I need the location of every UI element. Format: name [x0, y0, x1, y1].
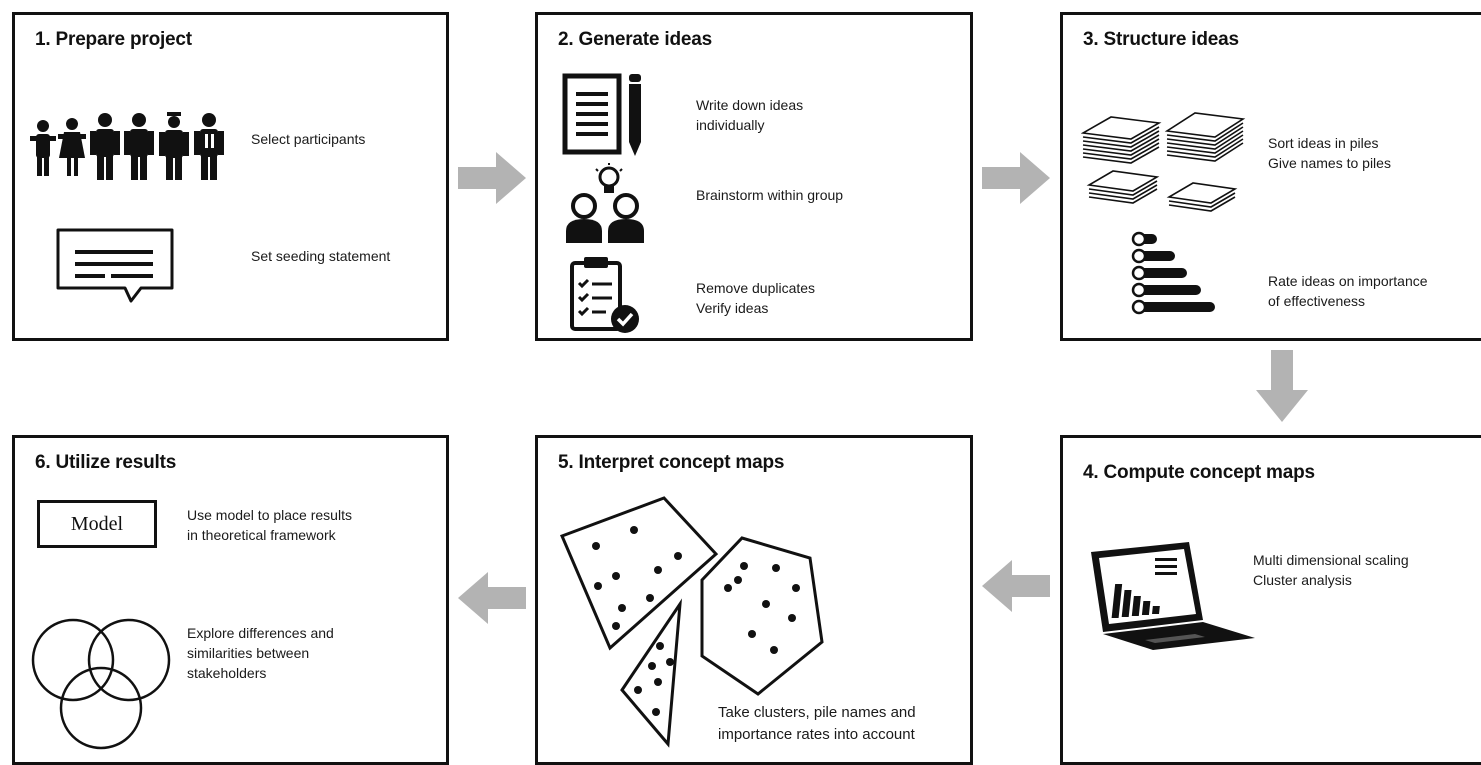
remove-duplicates-line-2: Verify ideas	[696, 300, 769, 316]
step-1-panel: 1. Prepare project Select participants S…	[12, 12, 449, 341]
cluster-map-icon	[560, 496, 824, 748]
people-icon	[30, 112, 224, 180]
step-3-title: 3. Structure ideas	[1083, 29, 1239, 50]
sort-ideas-text: Sort ideas in piles Give names to piles	[1268, 133, 1391, 173]
use-model-line-2: in theoretical framework	[187, 527, 336, 543]
select-participants-text: Select participants	[251, 131, 366, 147]
step-5-panel: 5. Interpret concept maps Take clusters,…	[535, 435, 973, 765]
arrow-down-3-to-4	[1256, 350, 1308, 422]
arrow-right-2-to-3	[982, 152, 1050, 204]
brainstorm-group-icon	[566, 163, 644, 243]
take-clusters-line-1: Take clusters, pile names and	[718, 704, 916, 721]
remove-duplicates-line-1: Remove duplicates	[696, 280, 816, 296]
venn-diagram-icon	[31, 618, 171, 750]
rate-ideas-text: Rate ideas on importance of effectivenes…	[1268, 271, 1428, 311]
speech-bubble-icon	[56, 228, 174, 303]
clipboard-check-icon	[570, 257, 639, 333]
use-model-text: Use model to place results in theoretica…	[187, 505, 352, 545]
explore-line-3: stakeholders	[187, 665, 267, 681]
sort-ideas-line-2: Give names to piles	[1268, 155, 1391, 171]
rate-ideas-line-2: of effectiveness	[1268, 293, 1366, 309]
mds-line-2: Cluster analysis	[1253, 572, 1352, 588]
arrow-left-5-to-6	[458, 572, 526, 624]
remove-duplicates-text: Remove duplicates Verify ideas	[696, 278, 815, 318]
step-2-title: 2. Generate ideas	[558, 29, 712, 50]
mds-line-1: Multi dimensional scaling	[1253, 552, 1409, 568]
explore-line-1: Explore differences and	[187, 625, 334, 641]
brainstorm-text: Brainstorm within group	[696, 187, 844, 203]
seeding-statement-text: Set seeding statement	[251, 248, 391, 264]
take-clusters-line-2: importance rates into account	[718, 726, 915, 743]
arrow-left-4-to-5	[982, 560, 1050, 612]
model-label: Model	[70, 512, 124, 535]
write-ideas-text: Write down ideas individually	[696, 95, 803, 135]
write-ideas-line-2: individually	[696, 117, 765, 133]
use-model-line-1: Use model to place results	[187, 507, 352, 523]
paper-piles-icon	[1081, 112, 1246, 212]
step-5-title: 5. Interpret concept maps	[558, 452, 785, 473]
step-4-panel: 4. Compute concept maps Multi dimensiona…	[1060, 435, 1481, 765]
rating-scale-icon	[1131, 231, 1215, 315]
mds-text: Multi dimensional scaling Cluster analys…	[1253, 550, 1409, 590]
take-clusters-text: Take clusters, pile names and importance…	[718, 702, 916, 746]
sort-ideas-line-1: Sort ideas in piles	[1268, 135, 1379, 151]
step-6-panel: 6. Utilize results Model Use model to pl…	[12, 435, 449, 765]
step-6-title: 6. Utilize results	[35, 452, 177, 473]
explore-line-2: similarities between	[187, 645, 310, 661]
write-ideas-line-1: Write down ideas	[696, 97, 804, 113]
step-4-title: 4. Compute concept maps	[1083, 462, 1315, 483]
step-2-panel: 2. Generate ideas Write down ideas indiv…	[535, 12, 973, 341]
laptop-chart-icon	[1091, 542, 1255, 650]
rate-ideas-line-1: Rate ideas on importance	[1268, 273, 1428, 289]
explore-text: Explore differences and similarities bet…	[187, 623, 334, 683]
document-pencil-icon	[562, 73, 641, 156]
step-1-title: 1. Prepare project	[35, 29, 192, 50]
step-3-panel: 3. Structure ideas Sort ideas in piles G…	[1060, 12, 1481, 341]
arrow-right-1-to-2	[458, 152, 526, 204]
model-box-icon: Model	[37, 500, 157, 548]
